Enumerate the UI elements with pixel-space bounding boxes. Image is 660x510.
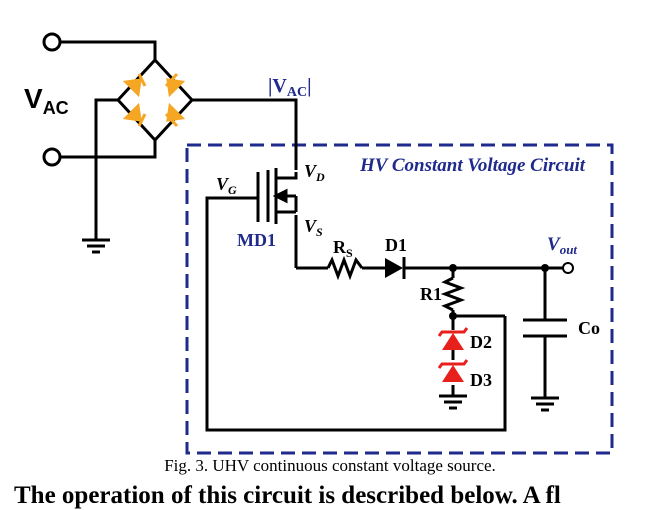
vs-label: VS — [304, 216, 323, 239]
zener-d3 — [437, 359, 469, 382]
zener-d2 — [437, 327, 469, 360]
vac-rectified-label: |VAC| — [268, 75, 312, 100]
rs-label: RS — [333, 237, 353, 260]
vout-terminal — [562, 262, 574, 274]
bridge-diode-2 — [166, 78, 186, 98]
junction-dot — [449, 264, 457, 272]
vg-label: VG — [216, 174, 237, 197]
d2-label: D2 — [470, 332, 492, 352]
bridge-diode-3 — [122, 102, 142, 122]
resistor-rs — [326, 255, 364, 281]
vac-label: VAC — [24, 83, 69, 118]
bridge-rectifier — [115, 57, 195, 143]
bridge-diode-4 — [166, 102, 186, 122]
capacitor-co — [523, 318, 567, 338]
ac-terminal-bottom — [42, 147, 62, 167]
bridge-diode-1 — [122, 78, 142, 98]
junction-dot — [541, 264, 549, 272]
resistor-r1 — [440, 276, 466, 312]
d3-label: D3 — [470, 370, 492, 390]
mosfet-md1 — [256, 168, 298, 224]
d1-label: D1 — [385, 235, 407, 255]
vd-label: VD — [304, 161, 325, 184]
body-text-fragment: The operation of this circuit is describ… — [14, 482, 561, 509]
junction-dot — [449, 312, 457, 320]
diode-d1 — [385, 257, 406, 279]
co-label: Co — [578, 318, 600, 338]
r1-label: R1 — [420, 284, 442, 304]
wires — [60, 40, 563, 432]
figure-caption: Fig. 3. UHV continuous constant voltage … — [164, 456, 496, 475]
ac-terminal-top — [42, 32, 62, 52]
circuit-title: HV Constant Voltage Circuit — [359, 155, 586, 176]
hv-circuit-box — [185, 143, 614, 455]
md1-label: MD1 — [237, 230, 276, 250]
vout-label: Vout — [547, 234, 577, 257]
